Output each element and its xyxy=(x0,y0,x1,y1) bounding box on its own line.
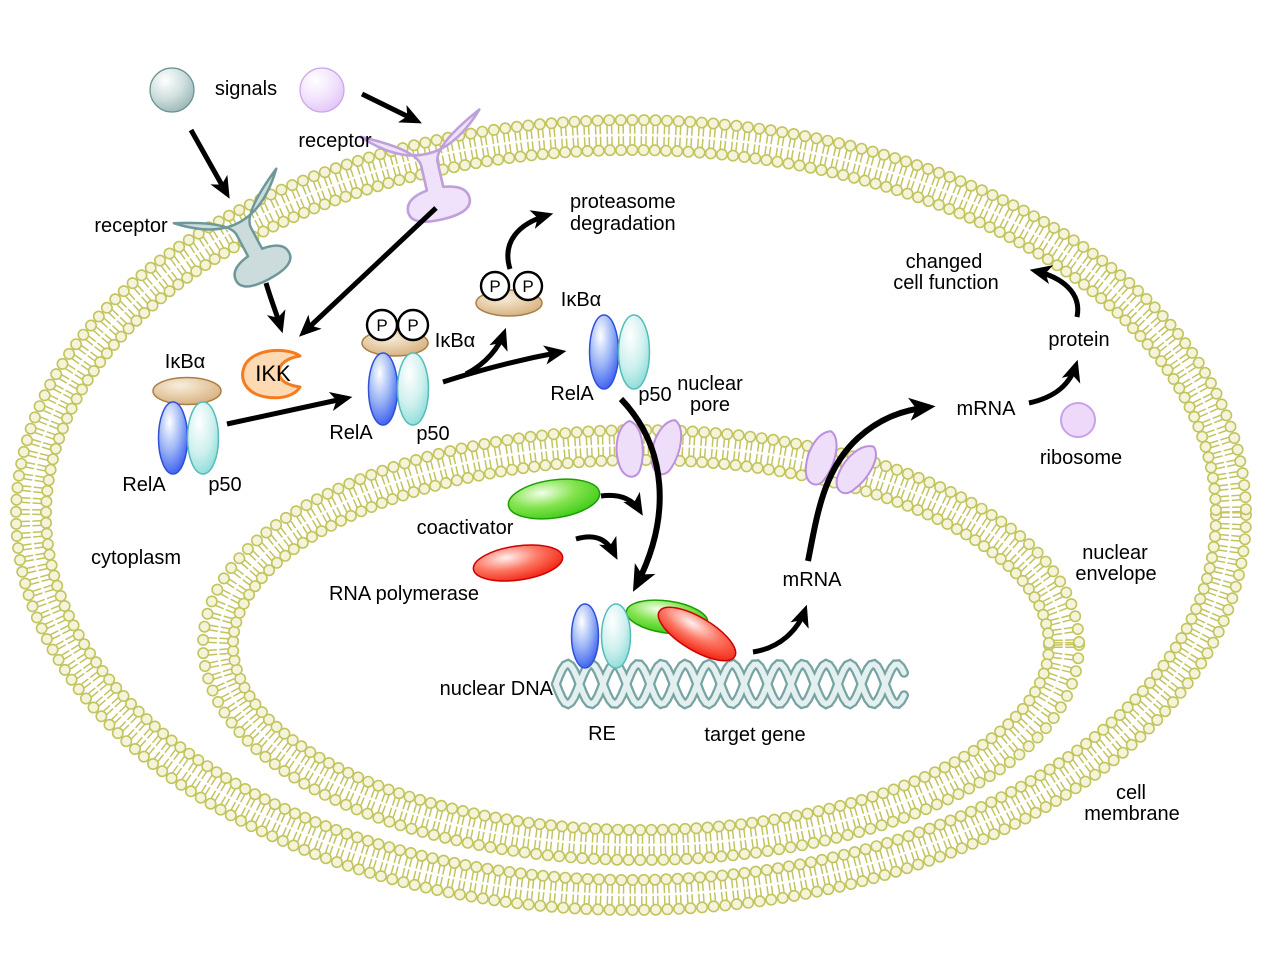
receptor-icon-top xyxy=(359,108,481,224)
arrow-mrna-to-protein xyxy=(1028,359,1081,406)
ribosome-icon xyxy=(1060,402,1096,438)
phosphate-badge xyxy=(396,308,430,342)
rna-polymerase-protein xyxy=(472,544,564,582)
nuclear-envelope-label-line1: nuclear xyxy=(1082,542,1148,564)
arrow-dimer-into-nucleus xyxy=(618,396,663,592)
response-element-label: RE xyxy=(588,723,616,745)
nuclear-pore-label-line2: pore xyxy=(690,394,730,416)
p50-label-2: p50 xyxy=(416,423,449,445)
ikk-enzyme xyxy=(241,348,302,400)
arrow-gene-to-mrna xyxy=(752,604,809,655)
ikba-protein xyxy=(152,376,222,406)
phosphate-label: P xyxy=(376,316,387,335)
p50-protein xyxy=(186,401,220,475)
phosphate-label: P xyxy=(522,277,533,296)
free-phospho-ikba xyxy=(475,270,544,317)
cell-membrane xyxy=(10,114,1253,916)
ikba-label-2: IκBα xyxy=(435,330,475,352)
protein-label: protein xyxy=(1048,329,1109,351)
changed-cell-function-line1: changed xyxy=(906,251,983,273)
rela-protein xyxy=(157,401,189,475)
nuclear-dna-label: nuclear DNA xyxy=(440,678,554,700)
ikk-label: IKK xyxy=(255,361,291,386)
arrow-top-receptor-to-ikk xyxy=(298,206,438,337)
coactivator-protein xyxy=(507,478,601,520)
proteasome-label-line2: degradation xyxy=(570,213,676,235)
receptor-left-label: receptor xyxy=(94,215,168,237)
nuclear-envelope xyxy=(197,423,1086,866)
mrna-label-outer: mRNA xyxy=(957,398,1017,420)
nuclear-dna-helix xyxy=(551,658,909,710)
complex-ikba-rela-p50 xyxy=(152,376,222,475)
complex-phosphorylated xyxy=(361,308,430,426)
rela-label-2: RelA xyxy=(329,422,373,444)
receptor-top-label: receptor xyxy=(298,130,372,152)
diagram-labels: signals receptor receptor IκBα RelA p50 … xyxy=(91,78,1180,825)
rela-label-1: RelA xyxy=(122,474,166,496)
nuclear-pore-petal xyxy=(615,419,644,478)
nuclear-pore-label-line1: nuclear xyxy=(677,373,743,395)
arrow-signal-to-top-receptor xyxy=(360,91,422,124)
signal-sphere-purple xyxy=(299,67,345,113)
ikba-label-3: IκBα xyxy=(561,289,601,311)
rela-protein xyxy=(588,314,620,390)
free-rela-p50-dimer xyxy=(588,314,651,390)
nuclear-pore-petal xyxy=(835,445,877,495)
arrow-complex2-to-free-dimer xyxy=(442,345,567,385)
nuclear-pore-left xyxy=(615,419,683,478)
ribosome-label: ribosome xyxy=(1040,447,1122,469)
arrow-to-proteasome-degradation xyxy=(505,210,554,270)
arrow-coactivator-join xyxy=(600,491,643,516)
p50-protein xyxy=(600,603,632,669)
arrow-mrna-export xyxy=(805,397,936,562)
cytoplasm-label: cytoplasm xyxy=(91,547,181,569)
arrow-polymerase-join xyxy=(575,534,618,560)
mrna-label-inner: mRNA xyxy=(783,569,843,591)
phosphate-label: P xyxy=(407,316,418,335)
signals-label: signals xyxy=(215,78,277,100)
rela-protein xyxy=(367,352,399,426)
signal-sphere-teal xyxy=(149,67,195,113)
p50-protein xyxy=(396,352,430,426)
nuclear-pore-petal xyxy=(804,430,838,486)
arrow-left-receptor-to-ikk xyxy=(263,282,286,334)
arrow-complex1-to-complex2 xyxy=(226,392,353,427)
target-gene-label: target gene xyxy=(704,724,805,746)
phosphate-badge xyxy=(479,270,511,302)
ikba-label-1: IκBα xyxy=(165,351,205,373)
phosphate-badge xyxy=(512,270,544,302)
rna-polymerase-label: RNA polymerase xyxy=(329,583,479,605)
rela-label-3: RelA xyxy=(550,383,594,405)
transcription-complex xyxy=(570,599,737,669)
arrow-protein-to-function xyxy=(1029,265,1081,318)
p50-label-1: p50 xyxy=(208,474,241,496)
pathway-arrows xyxy=(188,91,1081,655)
cell-membrane-label-line2: membrane xyxy=(1084,803,1180,825)
nuclear-pore-right xyxy=(804,430,877,495)
changed-cell-function-line2: cell function xyxy=(893,272,999,294)
cell-membrane-label-line1: cell xyxy=(1116,782,1146,804)
p50-label-3: p50 xyxy=(638,384,671,406)
p50-protein xyxy=(617,314,651,390)
arrow-branch-to-free-ikba xyxy=(464,327,508,377)
proteasome-label-line1: proteasome xyxy=(570,191,676,213)
nuclear-envelope-label-line2: envelope xyxy=(1075,563,1156,585)
arrow-signal-to-left-receptor xyxy=(188,128,230,199)
rna-polymerase-protein xyxy=(657,606,737,662)
receptor-icon-left xyxy=(172,167,292,288)
coactivator-label: coactivator xyxy=(417,517,514,539)
rela-protein xyxy=(570,603,600,669)
phosphate-label: P xyxy=(489,277,500,296)
